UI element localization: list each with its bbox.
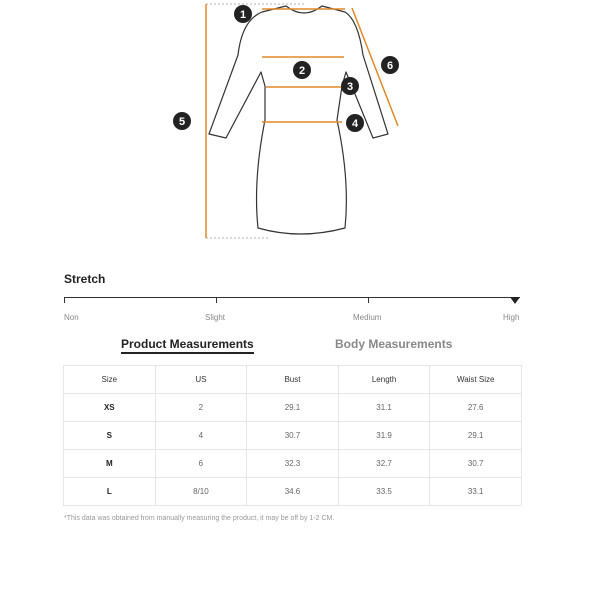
cell-size: M bbox=[63, 449, 156, 478]
marker-5: 5 bbox=[173, 112, 191, 130]
stretch-tick-non bbox=[64, 298, 65, 303]
cell-size: L bbox=[63, 477, 156, 506]
marker-5-label: 5 bbox=[179, 116, 185, 128]
cell-us: 4 bbox=[154, 421, 248, 450]
size-chart-table: Size US Bust Length Waist Size XS 2 29.1… bbox=[63, 365, 522, 506]
header-us: US bbox=[154, 365, 248, 394]
cell-length: 31.1 bbox=[337, 393, 431, 422]
cell-length: 33.5 bbox=[337, 477, 431, 506]
marker-3: 3 bbox=[341, 77, 359, 95]
table-row: L 8/10 34.6 33.5 33.1 bbox=[63, 477, 522, 506]
cell-size: S bbox=[63, 421, 156, 450]
table-row: S 4 30.7 31.9 29.1 bbox=[63, 421, 522, 450]
header-waist-size: Waist Size bbox=[429, 365, 522, 394]
cell-size: XS bbox=[63, 393, 156, 422]
table-row: XS 2 29.1 31.1 27.6 bbox=[63, 393, 522, 422]
marker-4-label: 4 bbox=[352, 118, 359, 130]
measurement-diagram: 1 2 3 4 5 6 bbox=[173, 3, 399, 239]
table-row: M 6 32.3 32.7 30.7 bbox=[63, 449, 522, 478]
marker-4: 4 bbox=[346, 114, 364, 132]
cell-waist: 27.6 bbox=[429, 393, 522, 422]
marker-6: 6 bbox=[381, 56, 399, 74]
cell-us: 6 bbox=[154, 449, 248, 478]
table-header-row: Size US Bust Length Waist Size bbox=[63, 365, 522, 394]
sleeve-line bbox=[351, 7, 399, 127]
marker-1: 1 bbox=[234, 5, 252, 23]
stretch-level-marker-icon bbox=[510, 297, 520, 304]
cell-waist: 29.1 bbox=[429, 421, 522, 450]
header-length: Length bbox=[337, 365, 431, 394]
tab-product-measurements[interactable]: Product Measurements bbox=[121, 337, 254, 354]
stretch-tick-slight bbox=[216, 298, 217, 303]
cell-us: 8/10 bbox=[154, 477, 248, 506]
stretch-label-non: Non bbox=[64, 313, 79, 322]
stretch-label-medium: Medium bbox=[353, 313, 382, 322]
header-size: Size bbox=[63, 365, 156, 394]
header-bust: Bust bbox=[246, 365, 339, 394]
marker-3-label: 3 bbox=[347, 81, 353, 93]
stretch-tick-medium bbox=[368, 298, 369, 303]
stretch-scale-bar bbox=[64, 297, 520, 298]
dress-outline bbox=[208, 5, 389, 235]
cell-bust: 34.6 bbox=[246, 477, 339, 506]
cell-bust: 29.1 bbox=[246, 393, 339, 422]
cell-us: 2 bbox=[154, 393, 248, 422]
cell-waist: 33.1 bbox=[429, 477, 522, 506]
cell-bust: 32.3 bbox=[246, 449, 339, 478]
marker-2: 2 bbox=[293, 61, 311, 79]
cell-length: 31.9 bbox=[337, 421, 431, 450]
tab-body-measurements[interactable]: Body Measurements bbox=[335, 337, 453, 351]
stretch-label-slight: Slight bbox=[205, 313, 226, 322]
stretch-title: Stretch bbox=[64, 272, 106, 286]
cell-length: 32.7 bbox=[337, 449, 431, 478]
marker-1-label: 1 bbox=[240, 9, 246, 21]
cell-bust: 30.7 bbox=[246, 421, 339, 450]
marker-2-label: 2 bbox=[299, 65, 305, 77]
measurement-disclaimer: *This data was obtained from manually me… bbox=[64, 515, 335, 522]
stretch-label-high: High bbox=[503, 313, 520, 322]
cell-waist: 30.7 bbox=[429, 449, 522, 478]
marker-6-label: 6 bbox=[387, 60, 393, 72]
